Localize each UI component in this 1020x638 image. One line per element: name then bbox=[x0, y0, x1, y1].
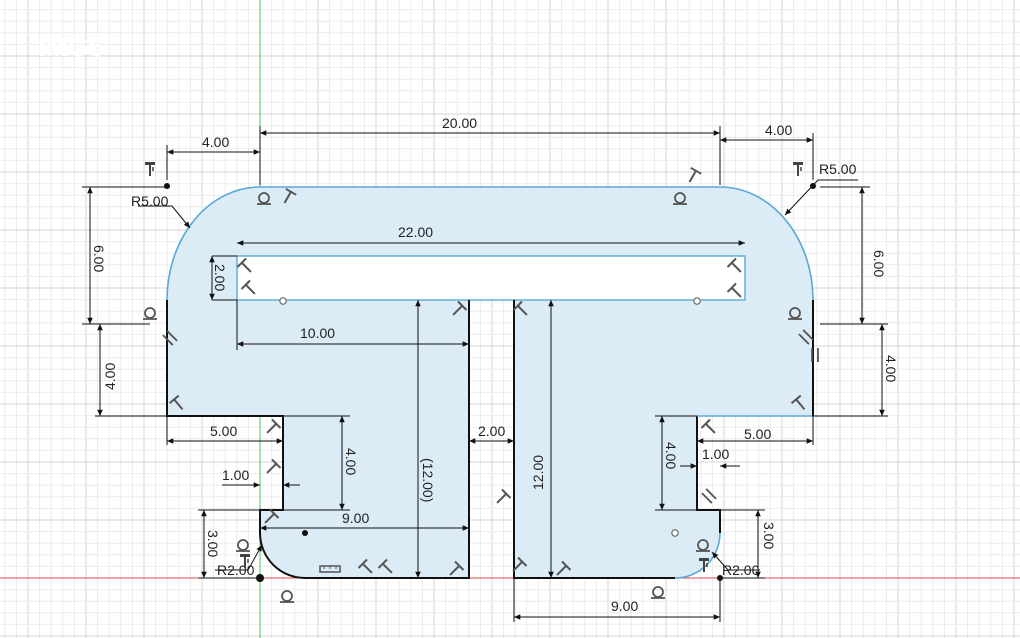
dim-right-notch-1[interactable]: 1.00 bbox=[702, 446, 729, 462]
dim-left-top-offset[interactable]: 4.00 bbox=[202, 134, 229, 150]
sketch-points bbox=[164, 183, 816, 582]
dim-left-stem-reference[interactable]: (12.00) bbox=[420, 458, 436, 502]
dim-left-vertical-6[interactable]: 6.00 bbox=[91, 245, 107, 272]
constraint-glyphs bbox=[143, 162, 819, 603]
fix-constraint-icon[interactable] bbox=[240, 554, 250, 568]
center-point[interactable] bbox=[671, 529, 679, 537]
dim-right-stem-12[interactable]: 12.00 bbox=[530, 455, 546, 490]
dim-right-bottom-9[interactable]: 9.00 bbox=[611, 598, 638, 614]
perpendicular-constraint-icon[interactable] bbox=[790, 394, 810, 414]
slot-point[interactable] bbox=[693, 297, 701, 305]
perpendicular-constraint-icon[interactable] bbox=[509, 556, 528, 576]
arc-center-point[interactable] bbox=[810, 183, 816, 189]
perpendicular-constraint-icon[interactable] bbox=[449, 300, 468, 320]
midpoint-icon[interactable] bbox=[319, 565, 341, 573]
dim-right-inner-4[interactable]: 4.00 bbox=[663, 442, 679, 469]
perpendicular-constraint-icon[interactable] bbox=[553, 560, 572, 580]
parallel-constraint-icon[interactable] bbox=[162, 330, 178, 346]
perpendicular-constraint-icon[interactable] bbox=[700, 418, 720, 438]
dim-left-step-5[interactable]: 5.00 bbox=[210, 423, 237, 439]
slot-point[interactable] bbox=[279, 297, 287, 305]
perpendicular-constraint-icon[interactable] bbox=[377, 558, 397, 578]
end-point[interactable] bbox=[717, 575, 723, 581]
perpendicular-constraint-icon[interactable] bbox=[684, 166, 702, 185]
perpendicular-constraint-icon[interactable] bbox=[726, 282, 746, 302]
perpendicular-constraint-icon[interactable] bbox=[512, 300, 532, 320]
parallel-constraint-icon[interactable] bbox=[811, 348, 819, 362]
perpendicular-constraint-icon[interactable] bbox=[263, 458, 282, 478]
fix-constraint-icon[interactable] bbox=[793, 162, 803, 176]
tangent-constraint-icon[interactable] bbox=[143, 307, 157, 320]
dim-left-arm-length[interactable]: 10.00 bbox=[300, 325, 335, 341]
dim-top-span[interactable]: 20.00 bbox=[442, 115, 477, 131]
fix-constraint-icon[interactable] bbox=[145, 162, 155, 176]
dim-right-step-5[interactable]: 5.00 bbox=[744, 426, 771, 442]
tangent-constraint-icon[interactable] bbox=[788, 307, 802, 320]
dim-right-radius[interactable]: R5.00 bbox=[819, 161, 857, 177]
perpendicular-constraint-icon[interactable] bbox=[263, 418, 282, 438]
dimension-labels: 4.00 20.00 4.00 R5.00 R5.00 6.00 6.00 22… bbox=[91, 115, 899, 614]
tangent-constraint-icon[interactable] bbox=[651, 586, 665, 599]
fix-constraint-icon[interactable] bbox=[699, 558, 709, 572]
image-badge: IMG6 IMG6 bbox=[38, 32, 105, 62]
perpendicular-constraint-icon[interactable] bbox=[168, 394, 188, 414]
dim-left-fillet-radius[interactable]: R2.00 bbox=[217, 562, 255, 578]
tangent-constraint-icon[interactable] bbox=[696, 539, 710, 552]
dim-right-fillet-radius[interactable]: R2.00 bbox=[722, 562, 760, 578]
parallel-constraint-icon[interactable] bbox=[798, 329, 814, 345]
dim-left-radius[interactable]: R5.00 bbox=[131, 193, 169, 209]
dim-right-vertical-4[interactable]: 4.00 bbox=[883, 355, 899, 382]
tangent-constraint-icon[interactable] bbox=[280, 590, 294, 603]
slot-cutout bbox=[237, 256, 745, 300]
center-point[interactable] bbox=[302, 530, 308, 536]
perpendicular-constraint-icon[interactable] bbox=[279, 187, 297, 206]
dim-left-notch-1[interactable]: 1.00 bbox=[222, 467, 249, 483]
arc-center-point[interactable] bbox=[164, 183, 170, 189]
dim-center-gap[interactable]: 2.00 bbox=[478, 423, 505, 439]
dim-left-inner-4[interactable]: 4.00 bbox=[343, 448, 359, 475]
origin-point[interactable] bbox=[256, 574, 264, 582]
perpendicular-constraint-icon[interactable] bbox=[236, 257, 256, 277]
perpendicular-constraint-icon[interactable] bbox=[726, 257, 746, 277]
dim-left-fillet-3[interactable]: 3.00 bbox=[205, 530, 221, 557]
perpendicular-constraint-icon[interactable] bbox=[261, 508, 280, 528]
dim-right-fillet-3[interactable]: 3.00 bbox=[761, 522, 777, 549]
dim-right-vertical-6[interactable]: 6.00 bbox=[871, 250, 887, 277]
tangent-constraint-icon[interactable] bbox=[673, 192, 687, 205]
dim-slot-length[interactable]: 22.00 bbox=[398, 224, 433, 240]
perpendicular-constraint-icon[interactable] bbox=[493, 488, 512, 508]
dim-right-top-offset[interactable]: 4.00 bbox=[765, 122, 792, 138]
dim-left-vertical-4[interactable]: 4.00 bbox=[102, 363, 118, 390]
dimension-layer bbox=[82, 126, 888, 622]
dim-slot-height[interactable]: 2.00 bbox=[212, 264, 228, 291]
perpendicular-constraint-icon[interactable] bbox=[446, 560, 465, 580]
perpendicular-constraint-icon[interactable] bbox=[240, 279, 260, 299]
perpendicular-constraint-icon[interactable] bbox=[357, 558, 377, 578]
dim-left-bottom-9[interactable]: 9.00 bbox=[342, 510, 369, 526]
tangent-constraint-icon[interactable] bbox=[236, 539, 250, 552]
tangent-constraint-icon[interactable] bbox=[257, 192, 271, 205]
parallel-constraint-icon[interactable] bbox=[701, 488, 717, 504]
